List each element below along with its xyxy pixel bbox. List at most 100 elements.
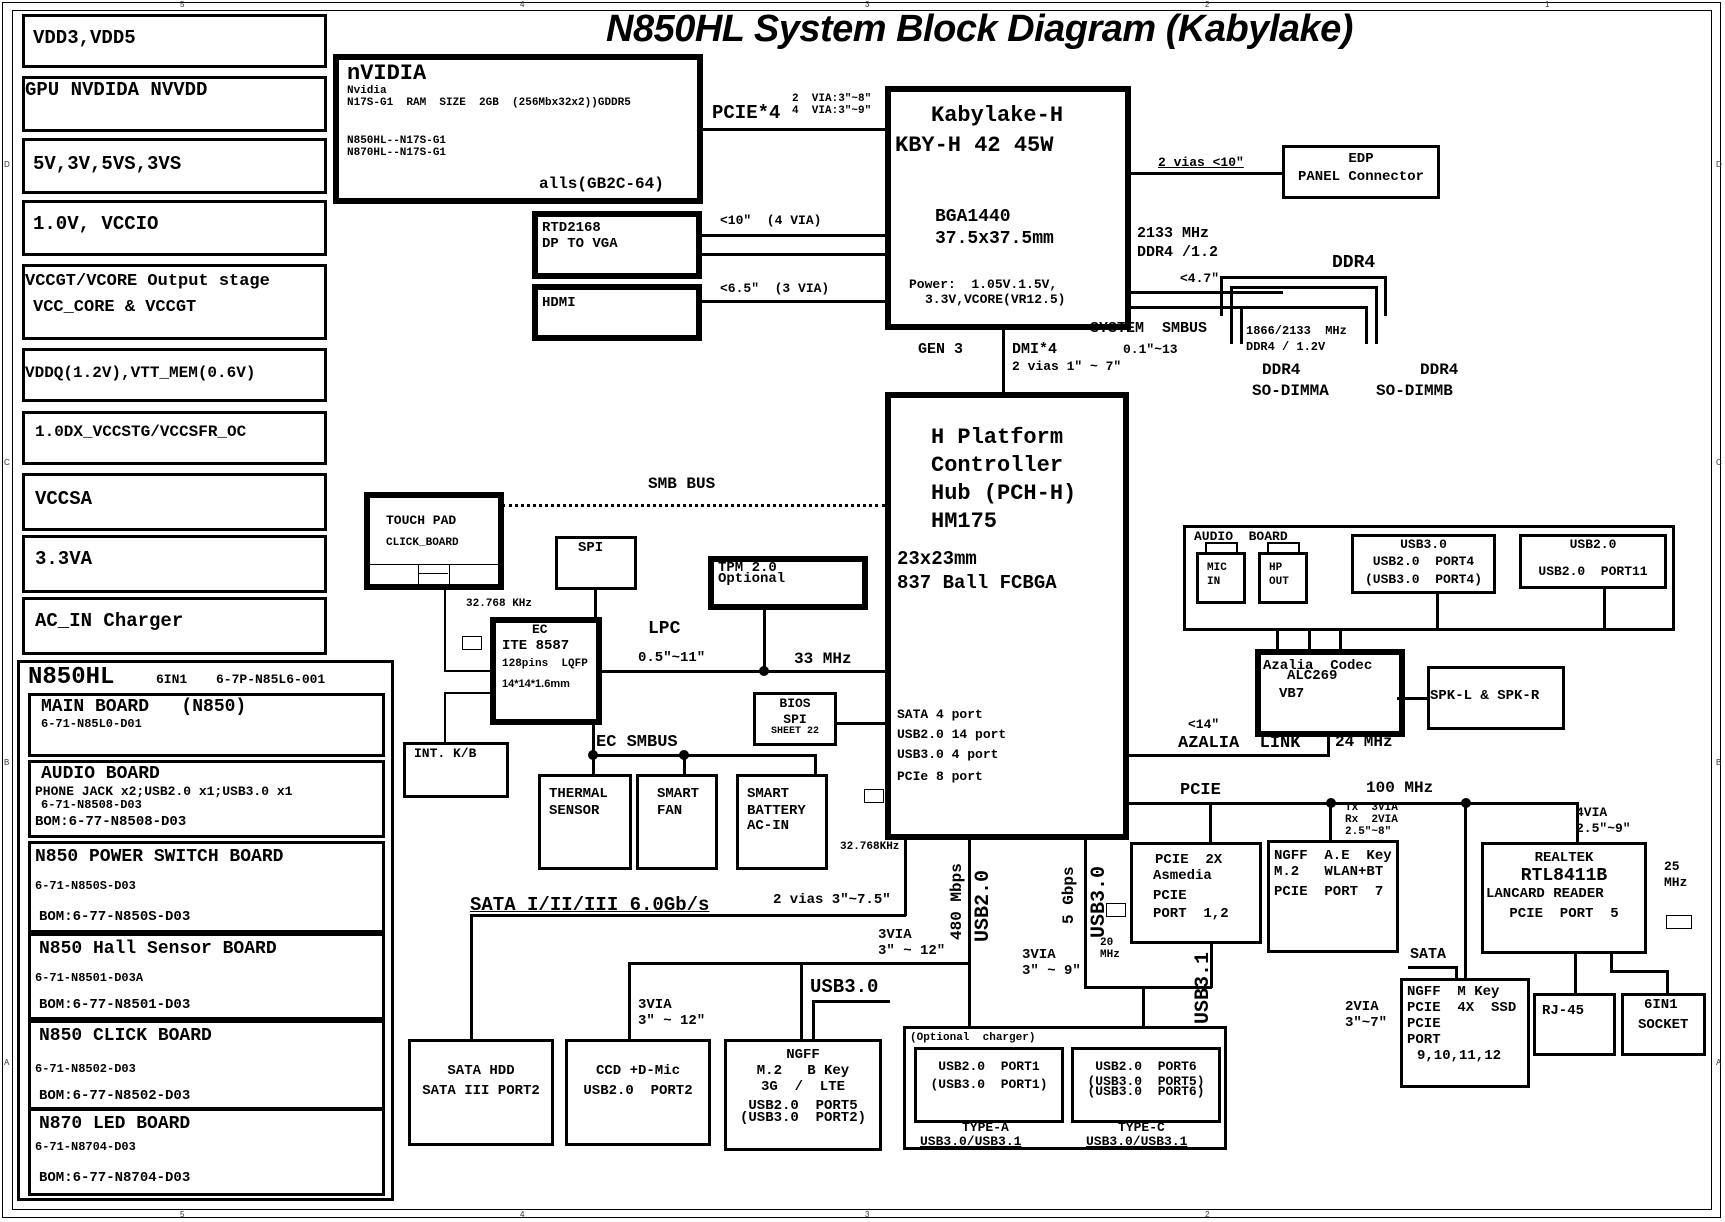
col-marker: 5 bbox=[180, 1210, 185, 1219]
type-c-line-3: (USB3.0 PORT6) bbox=[1087, 1084, 1205, 1099]
usb31-label: USB3.1 bbox=[1192, 951, 1215, 1024]
power-rail-label: GPU NVDIDA NVVDD bbox=[25, 79, 208, 101]
ccd-via-1: 3VIA bbox=[638, 997, 672, 1013]
pch-package: 837 Ball FCBGA bbox=[897, 572, 1057, 594]
wlan-block: NGFF A.E Key M.2 WLAN+BT PCIE PORT 7 bbox=[1267, 840, 1399, 953]
power-rail-box: VDDQ(1.2V),VTT_MEM(0.6V) bbox=[22, 348, 327, 402]
ssd-via-1: 2VIA bbox=[1345, 999, 1379, 1015]
pch-port-usb2: USB2.0 14 port bbox=[897, 727, 1007, 742]
hdmi-block: HDMI bbox=[532, 284, 702, 341]
row-marker: C bbox=[4, 458, 10, 467]
keyboard-label: INT. K/B bbox=[414, 746, 477, 761]
col-marker: 4 bbox=[520, 0, 525, 9]
power-rail-label: VCC_CORE & VCCGT bbox=[33, 298, 197, 317]
wlan-link bbox=[1329, 802, 1332, 844]
model-part-number: 6-7P-N85L6-001 bbox=[216, 672, 326, 687]
lpc-freq: 33 MHz bbox=[794, 650, 852, 668]
dimm-b-label: SO-DIMMB bbox=[1376, 382, 1453, 400]
fan-link bbox=[683, 754, 686, 774]
touchpad-button-split bbox=[418, 573, 448, 574]
mic-jack-tab bbox=[1205, 542, 1238, 552]
sata-hdd-link bbox=[470, 914, 473, 1040]
ngff-b-key-block: NGFF M.2 B Key 3G / LTE USB2.0 PORT5 (US… bbox=[724, 1039, 882, 1151]
ssd-sata-link-h bbox=[1408, 966, 1456, 969]
fan-label-1: SMART bbox=[657, 786, 700, 802]
board-bom: BOM:6-77-N850S-D03 bbox=[39, 909, 191, 925]
asmedia-line-4: PORT 1,2 bbox=[1153, 906, 1229, 922]
gpu-vendor: Nvidia bbox=[347, 85, 387, 97]
lpc-label: LPC bbox=[648, 619, 681, 639]
cpu-size: 37.5x37.5mm bbox=[935, 229, 1054, 249]
crystal-icon bbox=[864, 789, 884, 803]
usb2-via-1: 3VIA bbox=[878, 927, 912, 943]
smart-battery-block: SMART BATTERY AC-IN bbox=[736, 774, 828, 870]
col-marker: 5 bbox=[180, 0, 185, 9]
pcie-gpu-link bbox=[703, 128, 888, 131]
pch-port-sata: SATA 4 port bbox=[897, 707, 983, 722]
codec-title: Azalia Codec bbox=[1263, 658, 1373, 674]
cpu-sku: KBY-H 42 45W bbox=[895, 133, 1054, 158]
row-marker: C bbox=[1716, 458, 1722, 467]
ec-smbus-label: EC SMBUS bbox=[596, 733, 678, 752]
power-rail-box: 1.0V, VCCIO bbox=[22, 200, 327, 256]
smbus-length: 0.1"~13 bbox=[1123, 342, 1178, 357]
ec-pins: 128pins LQFP bbox=[502, 658, 588, 670]
rj45-link bbox=[1574, 954, 1577, 996]
rtd-function: DP TO VGA bbox=[542, 236, 618, 252]
sd-link-v1 bbox=[1610, 954, 1613, 972]
realtek-vendor: REALTEK bbox=[1534, 850, 1594, 866]
mic-label-2: IN bbox=[1207, 576, 1221, 588]
board-bom: BOM:6-77-N8502-D03 bbox=[39, 1088, 191, 1104]
edp-link-label: 2 vias <10" bbox=[1158, 155, 1244, 170]
edp-link bbox=[1131, 172, 1283, 175]
ssd-via-2: 3"~7" bbox=[1345, 1015, 1388, 1031]
cpu-power-1: Power: 1.05V.1.5V, bbox=[909, 277, 1058, 292]
sata-bus-line bbox=[470, 914, 906, 917]
lpc-bus bbox=[602, 670, 885, 673]
codec-rev: VB7 bbox=[1279, 686, 1305, 702]
model-name: N850HL bbox=[28, 664, 115, 691]
dimm-a-type: DDR4 bbox=[1262, 361, 1301, 379]
rj45-label: RJ-45 bbox=[1542, 1003, 1585, 1019]
col-marker: 2 bbox=[1205, 0, 1210, 9]
rtd-chip: RTD2168 bbox=[542, 220, 601, 236]
sata-bus-label: SATA I/II/III 6.0Gb/s bbox=[470, 894, 710, 916]
lan-xtal-2: MHz bbox=[1664, 875, 1688, 890]
ec-block: EC ITE 8587 128pins LQFP 14*14*1.6mm bbox=[490, 617, 602, 725]
kb-link-v bbox=[444, 692, 446, 744]
pch-port-usb3: USB3.0 4 port bbox=[897, 747, 999, 762]
ngff-b-line-5: (USB3.0 PORT2) bbox=[739, 1110, 867, 1126]
usb3-label: USB3.0 bbox=[1088, 865, 1111, 938]
dmi-gen: GEN 3 bbox=[918, 341, 964, 358]
ngff-b-line-1: NGFF bbox=[786, 1047, 820, 1063]
wlan-via-2: Rx 2VIA bbox=[1345, 814, 1398, 826]
pch-line-3: Hub (PCH-H) bbox=[931, 481, 1077, 506]
audio-board-block: AUDIO BOARD MIC IN HP OUT USB3.0 USB2.0 … bbox=[1183, 525, 1675, 631]
thermal-sensor-block: THERMAL SENSOR bbox=[538, 774, 632, 870]
row-marker: A bbox=[1716, 1058, 1722, 1067]
mem-channel-b bbox=[1131, 306, 1283, 309]
power-rail-label: AC_IN Charger bbox=[35, 610, 184, 632]
battery-label-3: AC-IN bbox=[747, 818, 790, 834]
wlan-via-3: 2.5"~8" bbox=[1345, 826, 1392, 838]
power-rail-label: VCCSA bbox=[35, 488, 93, 510]
usb30-bus-line bbox=[812, 1000, 890, 1003]
board-name: N850 CLICK BOARD bbox=[39, 1026, 212, 1046]
azalia-length: <14" bbox=[1188, 717, 1220, 732]
model-option: 6IN1 bbox=[156, 672, 188, 687]
ssd-sata-link-v bbox=[1455, 966, 1458, 980]
touchpad-link bbox=[444, 590, 446, 672]
hdmi-link bbox=[702, 300, 888, 303]
ec-dims: 14*14*1.6mm bbox=[502, 678, 570, 690]
gpu-model-n870: N870HL--N17S-G1 bbox=[347, 147, 447, 159]
system-smbus: SYSTEM SMBUS bbox=[1090, 320, 1208, 337]
usb3-bus bbox=[1084, 840, 1087, 988]
pch-line-4: HM175 bbox=[931, 509, 998, 534]
gpu-model-n850: N850HL--N17S-G1 bbox=[347, 135, 447, 147]
power-rail-box: VCCGT/VCORE Output stage VCC_CORE & VCCG… bbox=[22, 264, 327, 340]
ccd-block: CCD +D-Mic USB2.0 PORT2 bbox=[565, 1039, 711, 1146]
board-pn: 6-71-N8508-D03 bbox=[41, 798, 142, 812]
ssd-line-2: PCIE 4X SSD bbox=[1407, 1000, 1517, 1016]
hp-out-jack: HP OUT bbox=[1258, 552, 1308, 604]
board-pn: 6-71-N8501-D03A bbox=[35, 971, 144, 985]
